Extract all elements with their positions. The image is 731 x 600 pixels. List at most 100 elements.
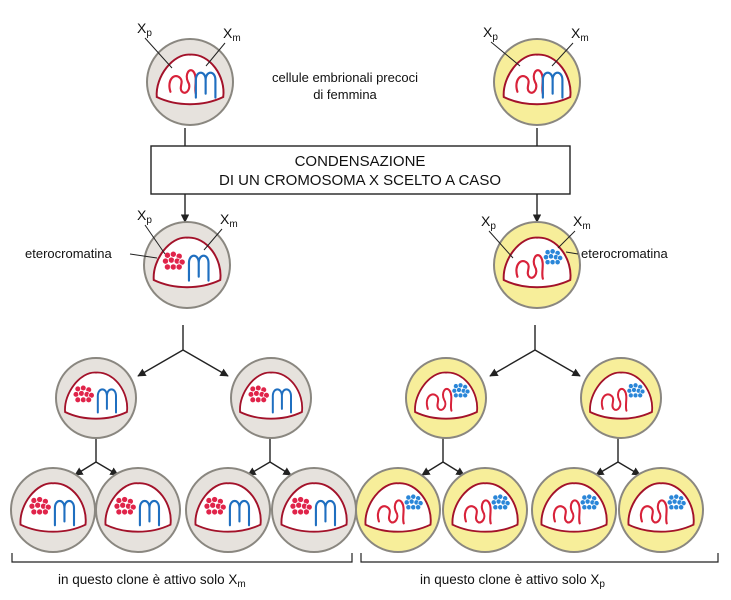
xm-heterochromatin	[410, 504, 417, 511]
xp-chromosome	[463, 499, 492, 525]
xp-chromosome	[425, 387, 453, 412]
daughter-cell-m2	[230, 357, 312, 439]
pointer-line	[488, 230, 514, 259]
xm-label-2: Xm	[571, 25, 589, 44]
xp-heterochromatin	[74, 396, 82, 404]
xp-heterochromatin	[161, 257, 170, 265]
arrow	[421, 461, 444, 476]
xp-heterochromatin	[175, 263, 183, 271]
xm-chromosome	[138, 499, 161, 527]
xp-chromosome	[515, 254, 544, 280]
condensed-cell-right	[493, 221, 581, 309]
xp-heterochromatin	[211, 508, 219, 516]
xp-heterochromatin	[115, 508, 123, 516]
xp-heterochromatin	[216, 508, 224, 516]
condensation-box: CONDENSAZIONE DI UN CROMOSOMA X SCELTO A…	[150, 145, 571, 195]
xm-heterochromatin	[673, 493, 680, 500]
clone-left-label: in questo clone è attivo solo Xm	[58, 572, 246, 590]
pointer-line	[551, 42, 574, 67]
xp-heterochromatin	[119, 501, 127, 509]
xp-heterochromatin	[121, 496, 129, 503]
clone-cell-p2	[442, 467, 528, 553]
clone-cell-m3	[185, 467, 271, 553]
clone-cell-p3	[531, 467, 617, 553]
xm-heterochromatin	[584, 498, 591, 505]
pointer-line	[144, 224, 166, 255]
xm-heterochromatin	[628, 392, 634, 399]
xp-label-2: Xp	[483, 24, 498, 43]
xp-heterochromatin	[34, 501, 42, 509]
xm-heterochromatin	[586, 493, 593, 500]
early-cell-left	[146, 38, 234, 126]
xm-heterochromatin	[453, 392, 459, 399]
clone-cell-m2	[95, 467, 181, 553]
xm-label-1: Xm	[223, 25, 241, 44]
xp-heterochromatin	[163, 263, 171, 271]
xm-heterochromatin	[581, 504, 588, 511]
xm-label-3: Xm	[220, 211, 238, 230]
xm-chromosome	[96, 388, 117, 414]
xp-heterochromatin	[167, 256, 175, 264]
nucleus	[280, 482, 348, 533]
xm-heterochromatin	[497, 493, 504, 500]
daughter-cell-p1	[405, 357, 487, 439]
clone-right-label: in questo clone è attivo solo Xp	[420, 572, 605, 590]
early-cells-line-2: di femmina	[313, 87, 377, 102]
nucleus	[155, 53, 225, 106]
xp-heterochromatin	[289, 502, 297, 510]
heterochromatin-label-left: eterocromatina	[25, 246, 112, 261]
xm-heterochromatin	[462, 392, 468, 399]
xp-heterochromatin	[28, 502, 36, 510]
xm-chromosome	[194, 71, 217, 99]
arrow	[137, 349, 184, 377]
xp-heterochromatin	[260, 396, 267, 404]
xm-heterochromatin	[631, 387, 637, 393]
xm-heterochromatin	[490, 499, 497, 506]
clone-bracket-left	[11, 553, 353, 563]
condensation-line-2: DI UN CROMOSOMA X SCELTO A CASO	[219, 172, 501, 189]
arrow	[182, 349, 229, 377]
xp-heterochromatin	[297, 496, 305, 503]
pointer-line	[129, 253, 158, 259]
xp-heterochromatin	[41, 508, 49, 516]
xp-chromosome	[552, 499, 581, 525]
xp-heterochromatin	[30, 508, 38, 516]
clone-bracket-right	[360, 553, 719, 563]
pointer-line	[557, 230, 576, 249]
clone-cell-m1	[10, 467, 96, 553]
xp-chromosome	[376, 499, 405, 525]
xm-heterochromatin	[410, 493, 417, 500]
xm-heterochromatin	[666, 499, 673, 506]
cells-group	[10, 38, 704, 553]
xm-label-4: Xm	[573, 213, 591, 232]
xp-heterochromatin	[126, 508, 134, 516]
pointer-line	[205, 42, 226, 67]
xp-heterochromatin	[209, 501, 217, 509]
xm-heterochromatin	[591, 504, 598, 511]
heterochromatin-label-right: eterocromatina	[581, 246, 668, 261]
arrow	[247, 461, 271, 476]
xp-chromosome	[515, 69, 544, 95]
condensed-cell-left	[143, 221, 231, 309]
early-cells-label: cellule embrionali precoci di femmina	[272, 70, 418, 102]
xp-heterochromatin	[295, 501, 303, 509]
xm-heterochromatin	[637, 392, 643, 399]
xp-heterochromatin	[72, 391, 80, 398]
xm-heterochromatin	[549, 259, 556, 266]
xp-heterochromatin	[253, 390, 260, 397]
arrow	[489, 349, 536, 377]
nucleus	[239, 371, 304, 420]
nucleus	[19, 482, 87, 533]
clone-cell-p4	[618, 467, 704, 553]
xp-heterochromatin	[121, 508, 129, 516]
xp-heterochromatin	[291, 508, 299, 516]
xm-heterochromatin	[497, 504, 504, 511]
pointer-line	[565, 251, 579, 255]
arrow	[269, 461, 292, 476]
xm-heterochromatin	[671, 498, 678, 505]
nucleus	[194, 482, 262, 533]
xm-heterochromatin	[632, 382, 639, 389]
xm-heterochromatin	[502, 504, 509, 511]
arrow	[534, 349, 581, 377]
xm-chromosome	[271, 388, 292, 414]
